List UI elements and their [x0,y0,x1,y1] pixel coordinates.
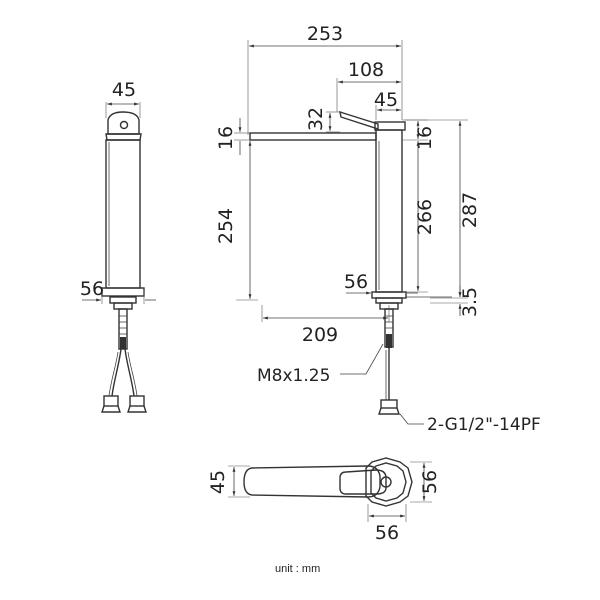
top-handle-lever [339,469,387,495]
handle-length-label: 108 [348,59,384,81]
top-view: 45 56 56 [207,457,441,544]
hose-label: 2-G1/2"-14PF [427,415,541,435]
side-hose-fitting-left [103,395,119,407]
top-base-width-label: 56 [375,522,399,544]
front-body-outline [375,129,403,293]
side-width-label: 45 [112,79,136,101]
side-hose-left [111,348,122,397]
side-mounting-plate [109,296,137,304]
front-spout-outline [249,132,377,141]
unit-note: unit : mm [275,563,320,575]
top-flange-inner [370,462,407,502]
front-view: 253 108 45 32 16 254 [215,23,541,435]
side-hose-fitting-right [129,395,145,407]
side-view: 45 56 [80,79,156,413]
front-hose-nut [378,407,400,415]
side-head-outline [107,111,140,135]
front-handle-lever [339,110,379,130]
hose-leader-line [399,413,424,425]
spout-thickness-left-label: 16 [215,126,237,150]
spout-clearance-label: 254 [215,208,237,244]
side-hose-right-edge [127,351,138,397]
body-width-label: 45 [374,89,398,111]
thread-label: M8x1.25 [257,366,330,386]
top-cartridge-icon [380,476,392,488]
reach-label: 209 [302,324,338,346]
front-handle-cap [374,121,406,131]
side-hose-nut-left [101,405,121,413]
body-height-label: 266 [414,199,436,235]
overall-length-label: 253 [307,23,343,45]
spout-thickness-right-label: 16 [414,126,436,150]
thread-leader-line [340,343,384,375]
base-thickness-label: 3.5 [459,287,481,317]
side-hose-right [124,348,135,397]
front-hose-fitting [380,399,398,409]
top-flange-width-label: 56 [419,470,441,494]
side-body-outline [105,139,141,289]
side-cartridge-icon [119,120,129,130]
overall-height-label: 287 [459,192,481,228]
front-nut [386,334,392,348]
side-base-ring [101,287,145,297]
side-washer [113,302,133,310]
front-base-plate [375,297,403,304]
front-base-width-label: 56 [344,271,368,293]
side-hose-nut-right [127,405,147,413]
side-base-width-label: 56 [80,278,104,300]
top-flange-outline [365,457,413,507]
side-collar-outline [105,133,142,141]
side-hose-left-edge [108,351,119,397]
side-nut [120,337,126,349]
front-base-ring [371,291,407,299]
top-width-label: 45 [207,470,229,494]
handle-height-label: 32 [305,107,327,131]
